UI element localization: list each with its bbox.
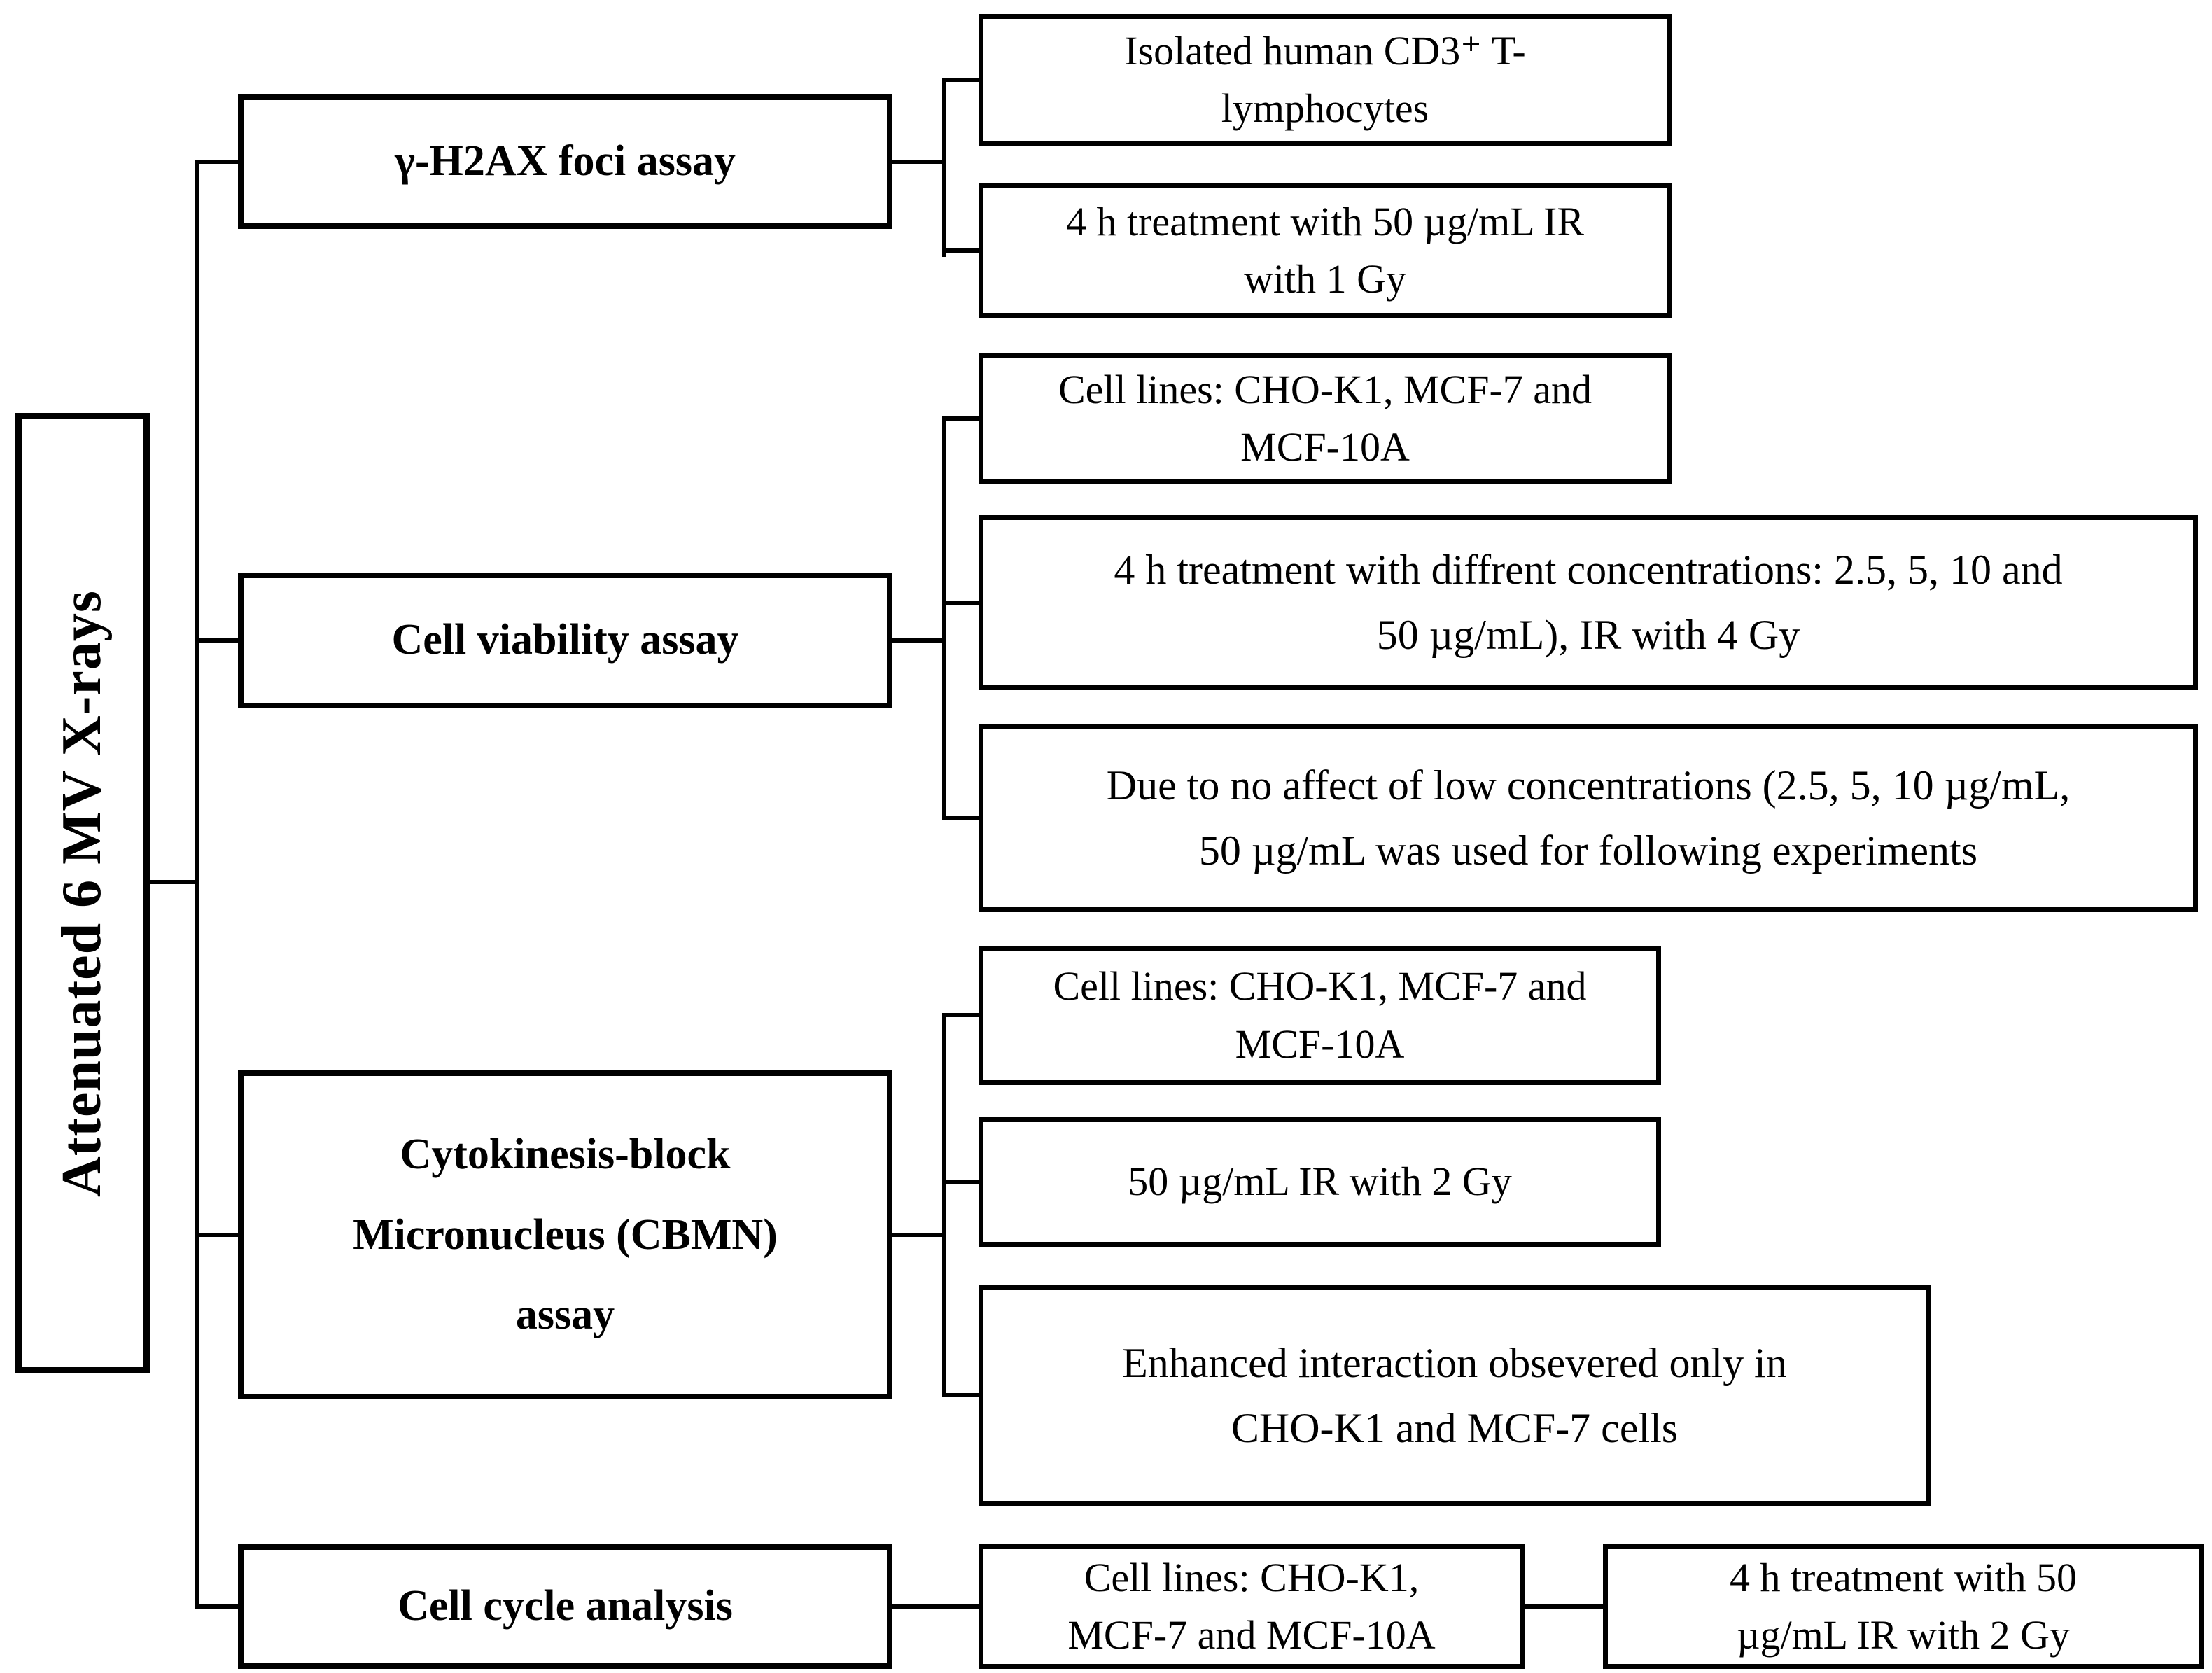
branch-node-cbmn-assay: Cytokinesis-block Micronucleus (CBMN) as… [238, 1070, 892, 1399]
leaf-node-low-concentration-note: Due to no affect of low concentrations (… [979, 724, 2198, 912]
branch-label: γ-H2AX foci assay [394, 137, 736, 186]
connector-stub-3b [942, 1180, 979, 1184]
leaf-label: 4 h treatment with diffrent concentratio… [1114, 547, 2063, 658]
connector-cbmn-to-subtrunk [892, 1233, 946, 1237]
branch-label: Cytokinesis-block Micronucleus (CBMN) as… [353, 1130, 778, 1339]
root-node-attenuated-x-rays: Attenuated 6 MV X-rays [15, 413, 150, 1373]
leaf-label: Isolated human CD3⁺ T- lymphocytes [1124, 27, 1526, 131]
leaf-node-treatment-2gy-cbmn: 50 µg/mL IR with 2 Gy [979, 1117, 1661, 1247]
connector-cell-cycle-to-cell-lines [892, 1604, 979, 1609]
connector-stub-1b [942, 248, 979, 253]
connector-stub-2c [942, 816, 979, 820]
branch-label: Cell cycle analysis [398, 1582, 733, 1630]
leaf-label: 4 h treatment with 50 µg/mL IR with 2 Gy [1729, 1554, 2078, 1658]
connector-stub-1a [942, 78, 979, 82]
connector-cell-viability-to-subtrunk [892, 638, 946, 643]
leaf-node-isolated-t-lymphocytes: Isolated human CD3⁺ T- lymphocytes [979, 14, 1672, 146]
leaf-node-cell-lines-viability: Cell lines: CHO-K1, MCF-7 and MCF-10A [979, 354, 1672, 484]
connector-trunk-to-cell-viability [195, 638, 238, 643]
leaf-label: Cell lines: CHO-K1, MCF-7 and MCF-10A [1053, 963, 1587, 1067]
branch-label: Cell viability assay [391, 616, 739, 664]
leaf-node-treatment-1gy: 4 h treatment with 50 µg/mL IR with 1 Gy [979, 183, 1672, 318]
connector-trunk-to-gamma-h2ax [195, 160, 238, 164]
connector-subtrunk-2 [942, 416, 946, 820]
branch-node-gamma-h2ax-foci-assay: γ-H2AX foci assay [238, 94, 892, 229]
connector-stub-2a [942, 416, 979, 421]
leaf-node-enhanced-interaction: Enhanced interaction obsevered only in C… [979, 1285, 1931, 1506]
connector-stub-3c [942, 1393, 979, 1397]
connector-stub-2b [942, 601, 979, 605]
branch-node-cell-cycle-analysis: Cell cycle analysis [238, 1544, 892, 1669]
leaf-label: 4 h treatment with 50 µg/mL IR with 1 Gy [1065, 198, 1585, 302]
leaf-node-treatment-2gy-cell-cycle: 4 h treatment with 50 µg/mL IR with 2 Gy [1603, 1544, 2204, 1669]
root-node-label: Attenuated 6 MV X-rays [51, 589, 113, 1197]
connector-gamma-h2ax-to-subtrunk [892, 160, 946, 164]
connector-subtrunk-3 [942, 1013, 946, 1397]
connector-main-trunk [195, 160, 199, 1609]
leaf-label: Enhanced interaction obsevered only in C… [1122, 1339, 1787, 1451]
connector-root-to-trunk [150, 880, 199, 884]
connector-subtrunk-1 [942, 78, 946, 257]
leaf-label: 50 µg/mL IR with 2 Gy [1128, 1158, 1512, 1205]
leaf-label: Cell lines: CHO-K1, MCF-7 and MCF-10A [1058, 366, 1592, 470]
leaf-label: Cell lines: CHO-K1, MCF-7 and MCF-10A [1068, 1554, 1436, 1658]
connector-cell-lines-to-treatment [1525, 1604, 1603, 1609]
branch-node-cell-viability-assay: Cell viability assay [238, 573, 892, 708]
leaf-node-treatment-concentrations-4gy: 4 h treatment with diffrent concentratio… [979, 515, 2198, 690]
leaf-node-cell-lines-cell-cycle: Cell lines: CHO-K1, MCF-7 and MCF-10A [979, 1544, 1525, 1669]
connector-stub-3a [942, 1013, 979, 1017]
connector-trunk-to-cbmn [195, 1233, 238, 1237]
leaf-node-cell-lines-cbmn: Cell lines: CHO-K1, MCF-7 and MCF-10A [979, 946, 1661, 1085]
leaf-label: Due to no affect of low concentrations (… [1106, 762, 2071, 874]
connector-trunk-to-cell-cycle [195, 1604, 238, 1609]
